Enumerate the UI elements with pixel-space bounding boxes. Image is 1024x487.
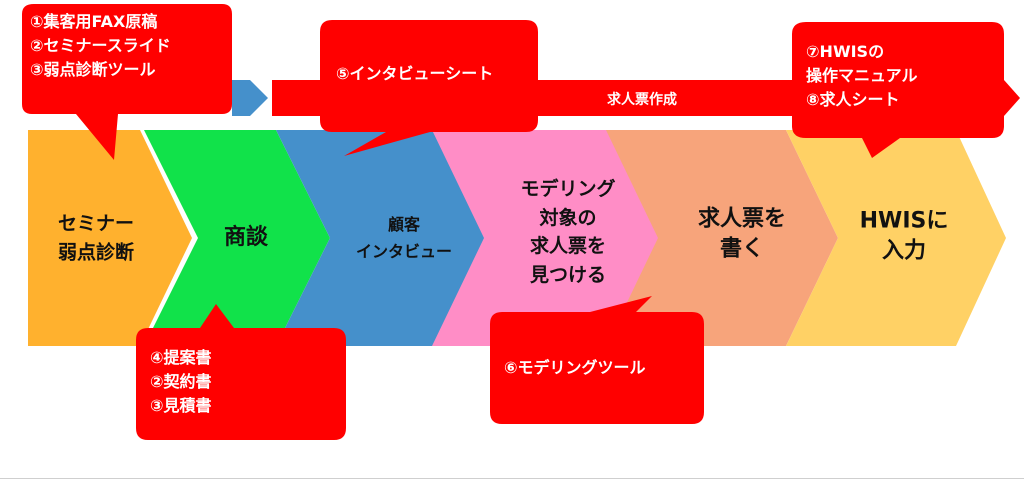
step-label-negotiation: 商談: [223, 225, 269, 251]
banner-arrow-blue: [232, 80, 268, 116]
callout-docs-4-2-3-text: ④提案書 ②契約書 ③見積書: [150, 348, 212, 415]
step-write-chevron: [606, 130, 838, 346]
callout-tools-7-8-bubble: [792, 22, 1004, 158]
callout-tool-6-bubble: [490, 296, 704, 424]
step-hwis-chevron: [786, 130, 1006, 346]
bottom-divider: [0, 478, 1024, 479]
step-label-interview: 顧客 インタビュー: [355, 214, 453, 261]
callout-tool-5-text: ⑤インタビューシート: [336, 64, 494, 83]
callout-tools-1-3-bubble: [22, 4, 232, 160]
step-label-hwis: HWISに 入力: [859, 208, 949, 263]
step-interview-chevron: [276, 130, 492, 346]
callout-tools-1-3-text: ①集客用FAX原稿 ②セミナースライド ③弱点診断ツール: [30, 12, 171, 79]
step-label-seminar: セミナー 弱点診断: [57, 212, 135, 264]
callout-tool-6-text: ⑥モデリングツール: [504, 358, 646, 377]
step-label-write: 求人票を 書く: [697, 206, 787, 261]
step-label-modeling: モデリング 対象の 求人票を 見つける: [520, 178, 616, 286]
step-seminar-chevron: [28, 130, 192, 346]
step-negotiation-chevron: [144, 130, 330, 346]
callout-tool-5-bubble: [320, 20, 538, 156]
step-modeling-chevron: [432, 130, 664, 346]
callout-tools-7-8-text: ⑦HWISの 操作マニュアル ⑧求人シート: [806, 42, 918, 109]
callout-docs-4-2-3-bubble: [136, 304, 346, 440]
banner-label: 求人票作成: [607, 92, 677, 108]
